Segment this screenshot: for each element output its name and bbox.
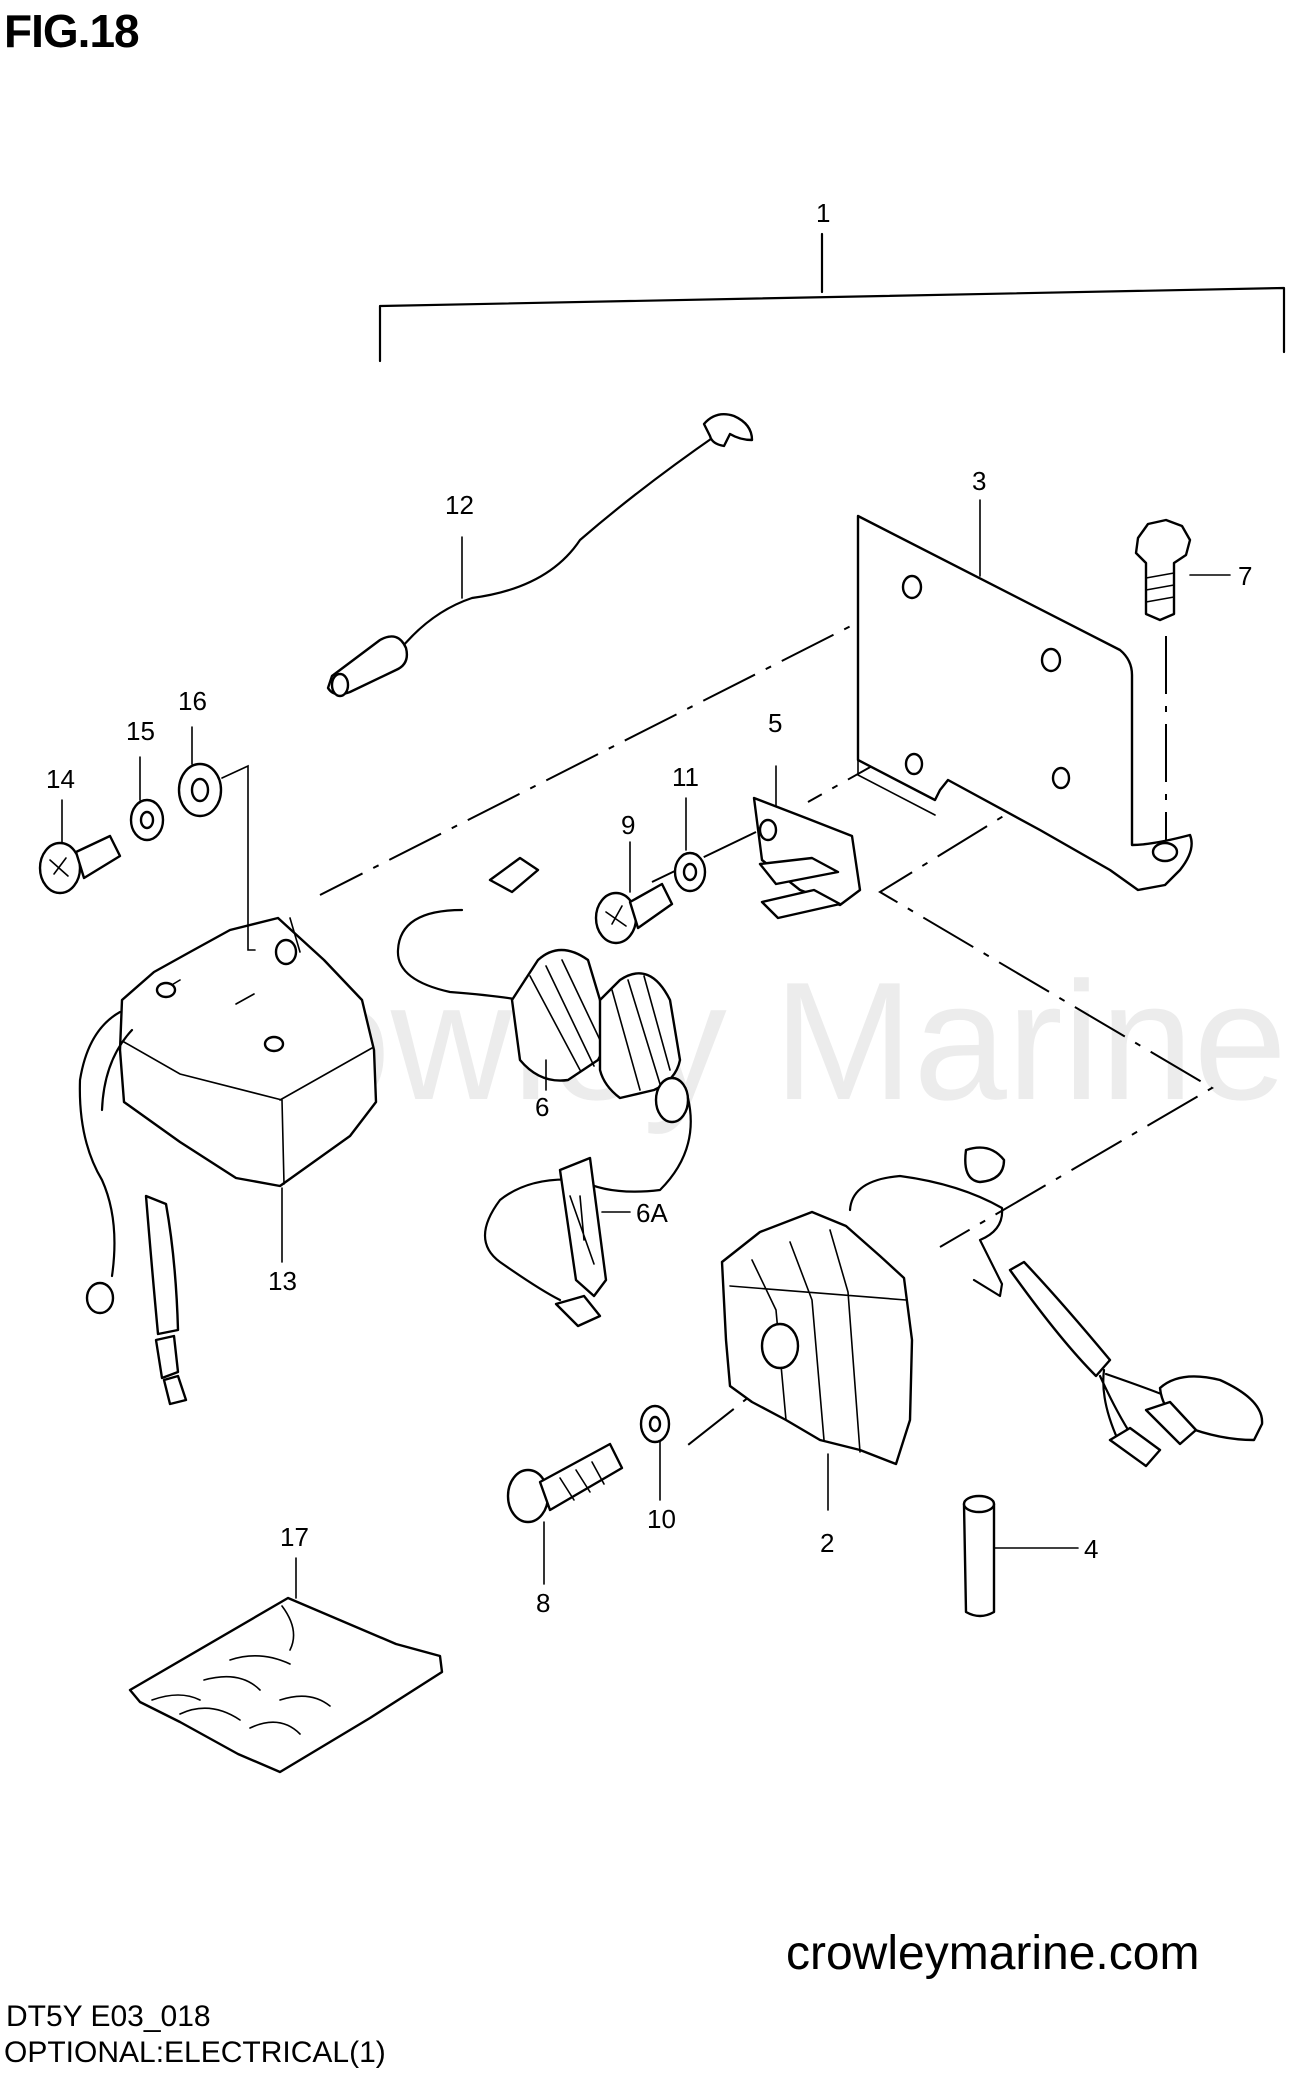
washer-15-part [129, 798, 165, 842]
figure-caption: OPTIONAL:ELECTRICAL(1) [4, 2036, 386, 2069]
rectifier-part [720, 1146, 1264, 1468]
callout-11: 11 [672, 762, 699, 792]
callout-13: 13 [268, 1266, 297, 1296]
model-code: DT5Y E03_018 [6, 2000, 211, 2033]
callout-9: 9 [621, 810, 635, 840]
callout-14: 14 [46, 764, 75, 794]
screw-9-part [594, 882, 674, 945]
callout-4: 4 [1084, 1534, 1098, 1564]
callout-5: 5 [768, 708, 782, 738]
callout-6: 6 [535, 1092, 549, 1122]
callout-8: 8 [536, 1588, 550, 1618]
washer-10-part [639, 1404, 671, 1444]
washer-11-part [673, 851, 707, 893]
figure-title: FIG.18 [4, 5, 140, 57]
callout-15: 15 [126, 716, 155, 746]
callout-3: 3 [972, 466, 986, 496]
fuse-6a-part [554, 1156, 608, 1328]
callout-10: 10 [647, 1504, 676, 1534]
leader-lines [61, 499, 1231, 1599]
spare-fuse-part [962, 1494, 996, 1618]
kit-bracket-line [378, 232, 1286, 363]
bolt-7-part [1134, 518, 1192, 622]
website-text: crowleymarine.com [786, 1927, 1200, 1980]
screw-8-part [506, 1442, 624, 1524]
ignition-coil-part [78, 916, 378, 1406]
washer-16-part [177, 762, 223, 818]
callout-16: 16 [178, 686, 207, 716]
callout-7: 7 [1238, 561, 1252, 591]
callout-2: 2 [820, 1528, 834, 1558]
ground-cable-part [326, 413, 754, 698]
mounting-plate-part [856, 514, 1193, 892]
callout-6a: 6A [636, 1198, 668, 1228]
callout-17: 17 [280, 1522, 309, 1552]
fuse-clip-part [752, 796, 862, 920]
callout-12: 12 [445, 490, 474, 520]
bag-part [128, 1596, 444, 1774]
callout-1: 1 [816, 198, 830, 228]
screw-14-part [38, 834, 122, 895]
fuse-holder-part [396, 856, 692, 1302]
